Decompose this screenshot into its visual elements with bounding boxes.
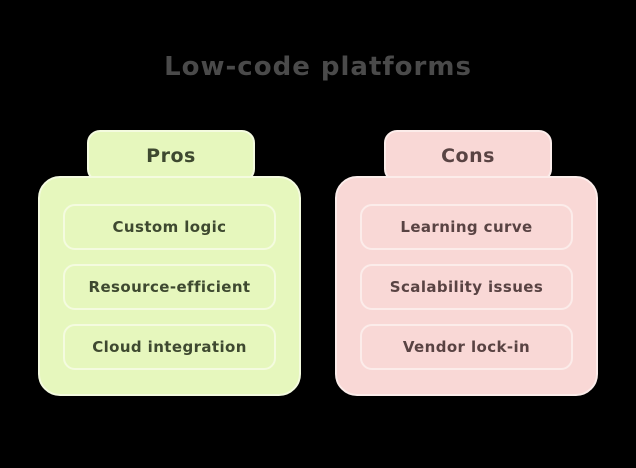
cons-item-label: Learning curve (400, 218, 533, 236)
pros-column: Pros Custom logic Resource-efficient Clo… (38, 130, 301, 396)
pros-item: Custom logic (63, 204, 276, 250)
cons-item: Learning curve (360, 204, 573, 250)
pros-header-tab: Pros (87, 130, 255, 182)
diagram-title: Low-code platforms (164, 52, 472, 82)
pros-card: Custom logic Resource-efficient Cloud in… (38, 176, 301, 396)
cons-header-tab: Cons (384, 130, 552, 182)
pros-item: Resource-efficient (63, 264, 276, 310)
cons-header-label: Cons (441, 145, 495, 167)
cons-item: Scalability issues (360, 264, 573, 310)
pros-item-label: Resource-efficient (88, 278, 251, 296)
pros-item: Cloud integration (63, 324, 276, 370)
pros-item-label: Custom logic (112, 218, 227, 236)
pros-item-label: Cloud integration (92, 338, 247, 356)
cons-item: Vendor lock-in (360, 324, 573, 370)
cons-card: Learning curve Scalability issues Vendor… (335, 176, 598, 396)
cons-item-label: Scalability issues (389, 278, 544, 296)
cons-column: Cons Learning curve Scalability issues V… (335, 130, 598, 396)
cons-item-label: Vendor lock-in (402, 338, 531, 356)
pros-header-label: Pros (146, 145, 196, 167)
